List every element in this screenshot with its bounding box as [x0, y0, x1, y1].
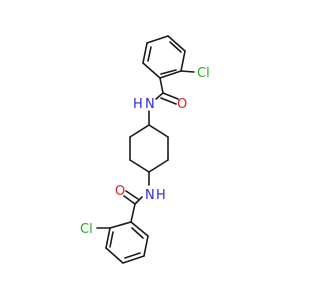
bond [143, 235, 149, 257]
atom-label-nitrogen-top: N [145, 97, 155, 112]
bond [105, 247, 124, 264]
bond-carbonyl-nitrogen-bottom [134, 196, 143, 205]
atom-label-oxygen-bottom: O [115, 184, 125, 199]
bond [142, 42, 148, 64]
cyclohexane-ring [129, 124, 169, 173]
bond-double-inner [131, 227, 144, 239]
bond [180, 50, 186, 72]
bond-double-inner [109, 231, 114, 248]
bond [129, 124, 150, 138]
bond-double-inner [160, 69, 177, 75]
molecule-structure: Cl O N H N H O Cl [80, 35, 210, 264]
atom-label-hydrogen-bottom: H [156, 188, 166, 203]
bond-double-inner [124, 252, 141, 259]
bond [105, 227, 111, 249]
bond-double-inner [147, 46, 152, 62]
bond [122, 255, 145, 264]
bond-carbonyl-oxygen-bottom-double [125, 190, 139, 200]
atom-label-chlorine-top: Cl [197, 66, 210, 81]
bond-ring-carbonyl-bottom [130, 203, 136, 223]
bond [159, 70, 182, 79]
bond-carbonyl-oxygen-top-double [160, 97, 177, 105]
bond [130, 221, 149, 237]
bond-carbonyl-nitrogen-top [155, 92, 164, 100]
atom-label-nitrogen-bottom: N [145, 188, 155, 203]
bond-c-cl-top [180, 70, 195, 73]
bond [129, 159, 150, 173]
bond [146, 35, 169, 44]
atom-label-hydrogen-top: H [133, 97, 143, 112]
bond [142, 62, 161, 79]
atom-label-chlorine-bottom: Cl [80, 222, 93, 237]
atom-label-oxygen-top: O [177, 97, 187, 112]
bottom-chlorophenyl-ring [105, 221, 149, 264]
bond [148, 159, 169, 173]
bond-double-inner [169, 41, 182, 53]
bond-carbonyl-oxygen-bottom [123, 195, 136, 205]
bond [148, 124, 169, 138]
bond [109, 221, 132, 229]
top-chlorophenyl-ring [142, 35, 186, 79]
bond-carbonyl-oxygen-top [162, 92, 179, 100]
bond [167, 35, 186, 52]
bond-ring-carbonyl-top [159, 77, 164, 94]
